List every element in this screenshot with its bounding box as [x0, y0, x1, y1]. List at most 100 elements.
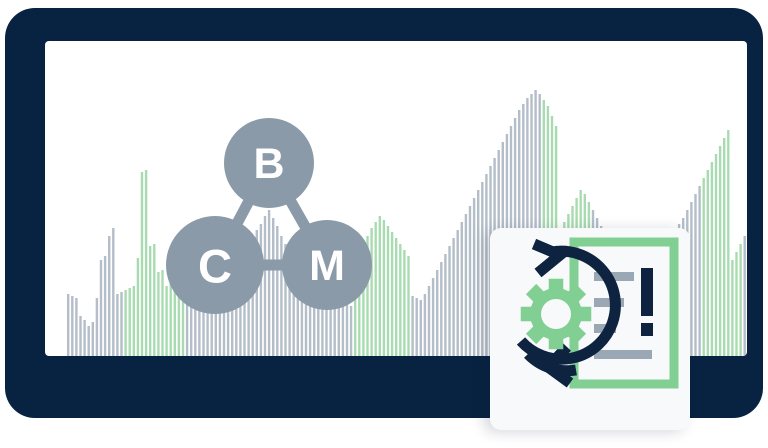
gear-icon [520, 278, 592, 350]
bar [431, 278, 435, 356]
bar [276, 226, 279, 356]
bar [67, 294, 70, 356]
bar [714, 154, 718, 356]
bar [460, 222, 463, 356]
bar [194, 302, 197, 356]
bar [108, 236, 111, 356]
bar [169, 284, 172, 356]
bar [526, 98, 529, 356]
bar [382, 220, 386, 356]
refresh-arrowhead-top [531, 238, 571, 278]
bar [181, 296, 185, 356]
bar [477, 190, 480, 356]
bar [79, 316, 82, 356]
bar [399, 244, 402, 356]
bar [333, 298, 336, 356]
bar [161, 270, 164, 356]
bar [415, 298, 418, 356]
node-label-m: M [309, 242, 345, 290]
bar [735, 252, 738, 356]
bar [210, 310, 213, 356]
bar [440, 262, 443, 356]
bar [481, 182, 484, 356]
bar [198, 304, 201, 356]
gear-center-hole [541, 299, 571, 329]
exclamation-mark-dot [641, 323, 653, 336]
bar [173, 290, 176, 356]
bar [378, 216, 381, 356]
bar [308, 278, 312, 356]
bar [71, 296, 74, 356]
bar [374, 222, 377, 356]
bar [280, 236, 283, 356]
bar [349, 306, 353, 356]
bar [411, 296, 414, 356]
node-diagram-svg: B C M [166, 118, 372, 314]
node-diagram: B C M [45, 41, 747, 356]
bar [538, 94, 541, 356]
bar [99, 260, 103, 356]
bar [313, 282, 316, 356]
bar [235, 284, 238, 356]
bar [419, 300, 422, 356]
bar [214, 294, 217, 356]
bar [255, 230, 258, 356]
monitor-frame: B C M [5, 8, 763, 418]
bar [718, 146, 722, 356]
bar [116, 294, 119, 356]
node-circles: B C M [166, 118, 372, 314]
node-circle-c[interactable] [166, 216, 264, 314]
bar [132, 286, 135, 356]
node-circle-b[interactable] [224, 118, 314, 208]
bar [95, 298, 99, 356]
bar [403, 250, 406, 356]
bar [206, 308, 209, 356]
bar [263, 216, 267, 356]
bar [423, 294, 427, 356]
bar [456, 230, 459, 356]
monitor-screen: B C M [45, 41, 747, 356]
bar [222, 290, 226, 356]
bar [317, 286, 320, 356]
bar [124, 290, 127, 356]
bar [739, 244, 742, 356]
bar [231, 286, 234, 356]
bar [743, 236, 746, 356]
bar [136, 258, 140, 356]
bar [731, 260, 734, 356]
bar [272, 218, 275, 356]
node-label-b: B [253, 140, 284, 188]
exclamation-mark [641, 268, 653, 316]
bar [304, 274, 308, 356]
bar [427, 286, 431, 356]
bar [267, 210, 271, 356]
refresh-arrowhead-bottom [539, 343, 574, 388]
bar [727, 130, 730, 356]
bar [251, 238, 254, 356]
bar [534, 90, 537, 356]
bar [452, 238, 455, 356]
doc-text-line-1 [594, 272, 634, 281]
bar [345, 304, 349, 356]
bar [202, 306, 205, 356]
bar [103, 256, 107, 356]
bar [390, 232, 394, 356]
bar [87, 326, 90, 356]
bar [341, 302, 345, 356]
bar [218, 292, 222, 356]
bar [530, 94, 533, 356]
bar [149, 246, 152, 356]
bar [395, 238, 398, 356]
bar [690, 202, 693, 356]
node-circle-m[interactable] [282, 220, 372, 310]
bar [259, 224, 263, 356]
bar [120, 292, 123, 356]
bar [354, 260, 357, 356]
bar [337, 300, 340, 356]
process-alert-card[interactable] [490, 228, 690, 430]
bar [698, 186, 701, 356]
bar [185, 298, 189, 356]
node-label-c: C [198, 240, 232, 293]
bar [370, 228, 373, 356]
